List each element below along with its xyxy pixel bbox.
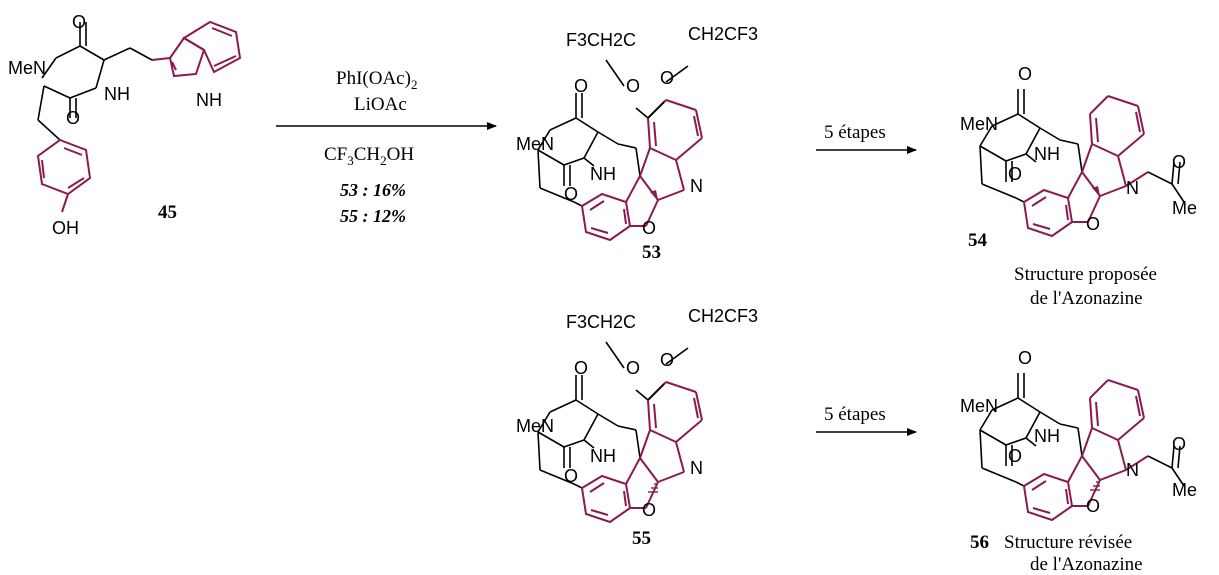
reagent-phi-oac2: PhI(OAc)2 — [336, 68, 417, 92]
amide-nh-55: NH — [590, 446, 616, 466]
trifluoroethoxy-right-55: CH2CF3 — [688, 306, 758, 326]
methyl-amide-54: MeN — [960, 114, 998, 134]
compound-56-structure — [979, 372, 1185, 521]
compound-label-53: 53 — [642, 242, 661, 263]
indoline-n-56: N — [1126, 460, 1139, 480]
ether-o-55a: O — [626, 358, 640, 378]
ether-o-55b: O — [660, 350, 674, 370]
compound-label-45: 45 — [158, 202, 177, 223]
imine-n-55: N — [690, 458, 703, 478]
indole-nh-45: NH — [196, 90, 222, 110]
caption-revised-line1: Structure révisée — [1004, 532, 1132, 553]
trifluoroethoxy-left-55: F3CH2C — [566, 312, 636, 332]
carbonyl-o-55-bottom: O — [564, 466, 578, 486]
yield-53: 53 : 16% — [340, 180, 406, 200]
caption-proposed-line1: Structure proposée — [1014, 264, 1157, 285]
amide-nh-54: NH — [1034, 144, 1060, 164]
methyl-amide-53: MeN — [516, 134, 554, 154]
furan-o-54: O — [1086, 214, 1100, 234]
caption-revised-line2: de l'Azonazine — [1030, 554, 1143, 575]
carbonyl-o-53-top: O — [574, 76, 588, 96]
methyl-amide-55: MeN — [516, 416, 554, 436]
carbonyl-o-45-bottom: O — [66, 108, 80, 128]
acetyl-o-56: O — [1172, 434, 1186, 454]
carbonyl-o-53-bottom: O — [564, 184, 578, 204]
furan-o-56: O — [1086, 496, 1100, 516]
steps-label-2: 5 étapes — [824, 122, 886, 143]
compound-53-structure — [537, 59, 703, 241]
compound-55-structure — [537, 341, 703, 523]
carbonyl-o-54-top: O — [1018, 64, 1032, 84]
carbonyl-o-55-top: O — [574, 358, 588, 378]
trifluoroethoxy-left-53: F3CH2C — [566, 30, 636, 50]
acetyl-me-54: Me — [1172, 198, 1197, 218]
furan-o-53: O — [642, 218, 656, 238]
reagent-lioac: LiOAc — [354, 94, 407, 115]
carbonyl-o-45-top: O — [72, 12, 86, 32]
yield-55: 55 : 12% — [340, 206, 406, 226]
methyl-amide-45: MeN — [8, 58, 46, 78]
acetyl-me-56: Me — [1172, 480, 1197, 500]
indoline-n-54: N — [1126, 178, 1139, 198]
compound-54-structure — [979, 88, 1185, 237]
methyl-amide-56: MeN — [960, 396, 998, 416]
caption-proposed-line2: de l'Azonazine — [1030, 288, 1143, 309]
furan-o-55: O — [642, 500, 656, 520]
trifluoroethoxy-right-53: CH2CF3 — [688, 24, 758, 44]
amide-nh-56: NH — [1034, 426, 1060, 446]
amide-nh-53: NH — [590, 164, 616, 184]
carbonyl-o-56-bottom: O — [1008, 446, 1022, 466]
ether-o-53a: O — [626, 76, 640, 96]
compound-45-structure — [36, 20, 242, 213]
carbonyl-o-56-top: O — [1018, 348, 1032, 368]
hydroxyl-45: OH — [52, 218, 79, 238]
ether-o-53b: O — [660, 68, 674, 88]
acetyl-o-54: O — [1172, 152, 1186, 172]
steps-label-3: 5 étapes — [824, 404, 886, 425]
compound-label-54: 54 — [968, 230, 988, 251]
compound-label-55: 55 — [632, 528, 651, 549]
compound-label-56: 56 — [970, 532, 989, 553]
carbonyl-o-54-bottom: O — [1008, 164, 1022, 184]
solvent-tfe: CF3CH2OH — [324, 144, 414, 168]
amide-nh-45: NH — [104, 84, 130, 104]
imine-n-53: N — [690, 176, 703, 196]
